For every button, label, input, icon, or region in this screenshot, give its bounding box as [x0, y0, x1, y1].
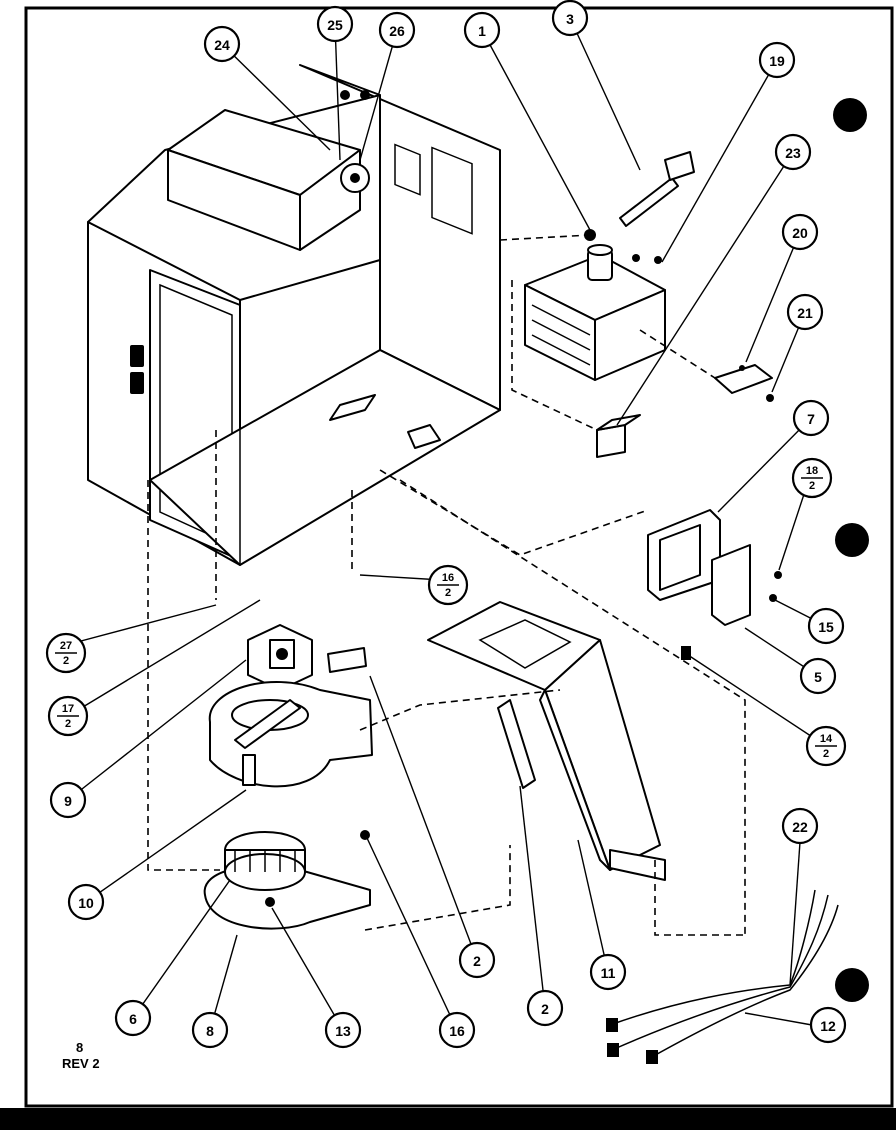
revision-label: REV 2	[62, 1056, 100, 1071]
callout-c12: 12	[809, 1006, 847, 1044]
callout-c3: 3	[551, 0, 589, 37]
callout-c17: 172	[47, 695, 89, 737]
control-bracket	[647, 509, 782, 660]
binder-hole-bottom	[835, 968, 869, 1002]
callout-quantity: 2	[445, 587, 451, 599]
callout-number: 12	[820, 1018, 836, 1034]
callout-number: 1	[478, 23, 486, 39]
callout-number: 24	[214, 37, 230, 53]
callout-c9: 9	[49, 781, 87, 819]
binder-hole-middle	[835, 523, 869, 557]
callout-quantity: 2	[63, 655, 69, 667]
callout-number: 19	[769, 53, 785, 69]
magnetron-assembly	[524, 244, 666, 381]
callout-c19: 19	[758, 41, 796, 79]
callout-number: 21	[797, 305, 813, 321]
page-border	[24, 6, 894, 1108]
callout-c26: 26	[378, 11, 416, 49]
callout-number: 16	[449, 1023, 465, 1039]
callout-c13: 13	[324, 1011, 362, 1049]
fan-motor	[247, 624, 367, 691]
callout-c10: 10	[67, 883, 105, 921]
callout-c18: 182	[791, 457, 833, 499]
page-bottom-band	[0, 1108, 896, 1130]
stirrer-shaft	[619, 151, 695, 227]
callout-quantity: 2	[65, 718, 71, 730]
callout-number: 13	[335, 1023, 351, 1039]
chassis-frame	[87, 64, 501, 566]
callout-c21: 21	[786, 293, 824, 331]
callout-number: 11	[601, 965, 616, 981]
callout-c6: 6	[114, 999, 152, 1037]
air-guide-duct	[427, 601, 666, 881]
binder-hole-top	[833, 98, 867, 132]
callout-c16b: 16	[438, 1011, 476, 1049]
callout-number: 22	[792, 819, 808, 835]
callout-c20: 20	[781, 213, 819, 251]
callout-c24: 24	[203, 25, 241, 63]
callout-number: 26	[389, 23, 405, 39]
wire-harness	[606, 889, 839, 1064]
blower-wheel	[203, 830, 371, 930]
callout-c1: 1	[463, 11, 501, 49]
callout-number: 14	[820, 733, 833, 745]
callout-number: 17	[62, 703, 74, 715]
callout-number: 2	[541, 1001, 549, 1017]
callout-number: 5	[814, 669, 822, 685]
callout-number: 25	[327, 17, 343, 33]
callout-number: 16	[442, 572, 454, 584]
callout-number: 20	[792, 225, 808, 241]
callout-c15: 15	[807, 607, 845, 645]
callout-quantity: 2	[823, 748, 829, 760]
callout-c7: 7	[792, 399, 830, 437]
drawing-code: 8	[76, 1040, 83, 1055]
callout-number: 27	[60, 640, 72, 652]
callout-number: 23	[785, 145, 801, 161]
callout-c11: 11	[589, 953, 627, 991]
callout-number: 9	[64, 793, 72, 809]
callout-quantity: 2	[809, 480, 815, 492]
callout-c25: 25	[316, 5, 354, 43]
callout-c2a: 2	[458, 941, 496, 979]
terminal-bracket	[714, 364, 774, 402]
callout-number: 15	[818, 619, 834, 635]
callout-c8: 8	[191, 1011, 229, 1049]
assembly-dashed-lines	[147, 234, 746, 936]
callout-c14: 142	[805, 725, 847, 767]
callout-number: 10	[78, 895, 94, 911]
callout-number: 2	[473, 953, 481, 969]
callout-number: 18	[806, 465, 818, 477]
callout-c27: 272	[45, 632, 87, 674]
callout-number: 8	[206, 1023, 214, 1039]
callout-number: 7	[807, 411, 815, 427]
callout-number: 3	[566, 11, 574, 27]
callout-c23: 23	[774, 133, 812, 171]
callout-c2b: 2	[526, 989, 564, 1027]
callout-c22: 22	[781, 807, 819, 845]
blower-housing	[208, 681, 373, 788]
callout-c16a: 162	[427, 564, 469, 606]
callout-number: 6	[129, 1011, 137, 1027]
leader-lines	[65, 17, 827, 1031]
callout-c5: 5	[799, 657, 837, 695]
thermal-cutout	[596, 414, 641, 458]
